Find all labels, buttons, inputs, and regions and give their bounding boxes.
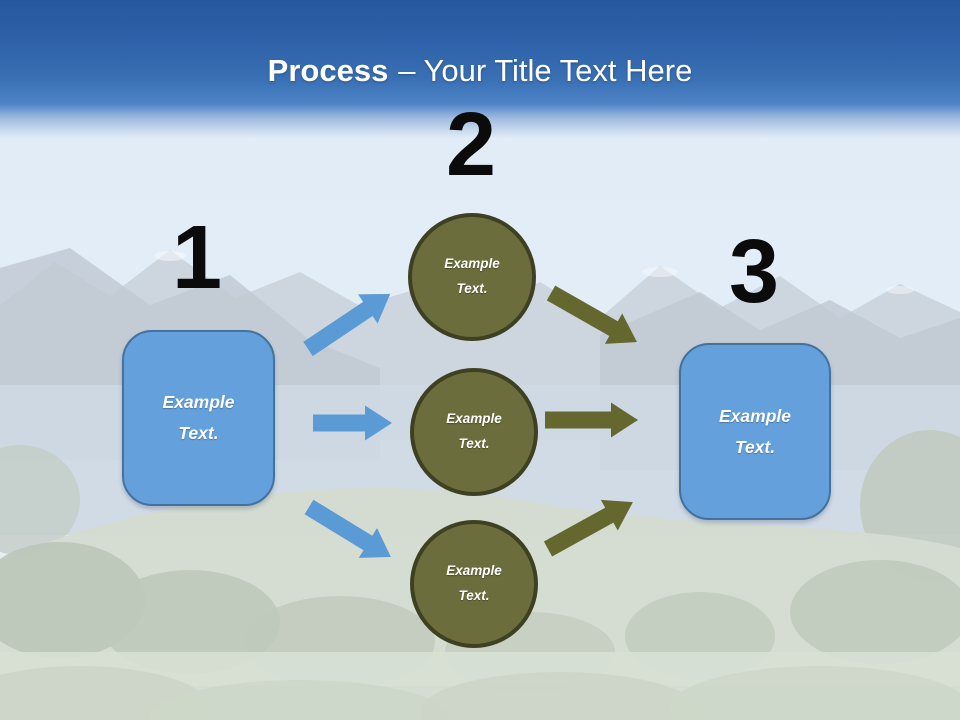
step1-box-label: Example Text. [162, 392, 235, 443]
step-number-2[interactable]: 2 [445, 95, 497, 195]
slide-title-subtitle: – Your Title Text Here [398, 53, 693, 88]
step2-circle-middle[interactable]: Example Text. [410, 368, 538, 496]
slide-title[interactable]: Process – Your Title Text Here [0, 53, 960, 88]
step1-box[interactable]: Example Text. [122, 330, 275, 506]
slide-title-keyword: Process [267, 53, 389, 88]
step2-circle-bottom[interactable]: Example Text. [410, 520, 538, 648]
step2-circle-middle-label: Example Text. [446, 411, 502, 451]
step-number-1[interactable]: 1 [171, 208, 223, 308]
step3-box[interactable]: Example Text. [679, 343, 831, 520]
step2-circle-bottom-label: Example Text. [446, 563, 502, 603]
step-number-3[interactable]: 3 [728, 222, 780, 322]
step2-circle-top-label: Example Text. [444, 256, 500, 296]
step2-circle-top[interactable]: Example Text. [408, 213, 536, 341]
title-banner: Process – Your Title Text Here [0, 0, 960, 138]
step3-box-label: Example Text. [719, 405, 791, 457]
